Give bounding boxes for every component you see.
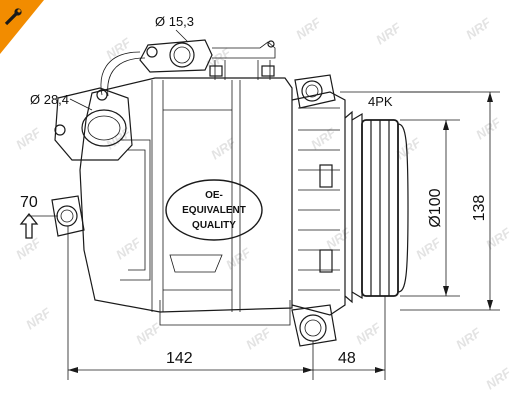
- housing-panel: [120, 139, 151, 281]
- front-housing: [291, 91, 346, 316]
- arrowhead: [487, 92, 493, 102]
- watermark: NRF: [13, 124, 44, 152]
- watermark: NRF: [373, 19, 404, 47]
- body-length-label: 142: [166, 350, 193, 367]
- oe-stamp: OE- EQUIVALENT QUALITY: [165, 179, 263, 241]
- watermark: NRF: [413, 234, 444, 262]
- bolt-hole: [54, 124, 66, 136]
- watermark: NRF: [208, 134, 239, 162]
- easyfit-badge: easyfit: [0, 0, 44, 54]
- connector-pin: [267, 40, 275, 48]
- arrowhead: [443, 120, 449, 130]
- pulley-hub: [351, 112, 363, 300]
- suction-port-block: [54, 87, 133, 161]
- extension-line: [400, 119, 460, 297]
- pulley-diameter-label: Ø100: [427, 188, 444, 227]
- watermark: NRF: [323, 224, 354, 252]
- arrowhead: [68, 367, 78, 373]
- front-housing-fins: [298, 107, 340, 291]
- extension-line: [67, 226, 314, 380]
- pulley-grooves: [370, 120, 390, 296]
- hose-line: [107, 57, 146, 97]
- connector-body: [212, 41, 276, 59]
- mount-ear: [291, 304, 337, 347]
- port-small-diameter: Ø 15,3: [155, 14, 194, 29]
- housing-panel: [128, 149, 146, 271]
- connector-clip: [261, 65, 275, 77]
- mount-hole-inner: [305, 84, 319, 98]
- front-tab: [319, 164, 333, 188]
- watermark: NRF: [23, 304, 54, 332]
- lower-flange: [159, 300, 291, 326]
- stamp-line: OE-: [205, 190, 223, 201]
- watermark: NRF: [223, 244, 254, 272]
- dimension-lines: [28, 29, 500, 380]
- wrench-icon: [4, 8, 22, 26]
- pulley-offset-label: 48: [338, 350, 356, 367]
- watermark: NRF: [103, 34, 134, 62]
- watermark: NRF: [113, 234, 144, 262]
- suction-port-inner: [87, 115, 121, 141]
- arrowhead: [443, 286, 449, 296]
- connector-leg: [214, 60, 271, 80]
- mount-ear: [294, 74, 336, 109]
- discharge-port-block: [139, 39, 213, 73]
- bolt-hole: [96, 89, 108, 101]
- overall-height-label: 138: [471, 195, 488, 222]
- hose-line: [100, 51, 141, 96]
- watermark: NRF: [308, 124, 339, 152]
- watermark: NRF: [353, 319, 384, 347]
- mount-ear: [51, 195, 85, 237]
- watermark: NRF: [293, 14, 324, 42]
- port-large-diameter: Ø 28,4: [30, 92, 69, 107]
- mount-offset-label: 70: [20, 194, 38, 211]
- housing-foot: [169, 254, 223, 273]
- rear-housing: [79, 77, 293, 313]
- watermark: NRF: [243, 324, 274, 352]
- watermark: NRF: [453, 324, 484, 352]
- arrowhead: [487, 300, 493, 310]
- compressor-body: [51, 39, 409, 347]
- pulley-grooves-label: 4PK: [368, 94, 393, 109]
- arrowhead: [375, 367, 385, 373]
- arrow-up-icon: [19, 212, 39, 239]
- extension-line: [400, 91, 500, 311]
- mount-hole: [301, 80, 323, 102]
- front-tab: [319, 249, 333, 273]
- arrowhead: [303, 367, 313, 373]
- discharge-port-inner: [173, 46, 191, 64]
- leader-line: [69, 98, 93, 111]
- pulley-face: [397, 123, 409, 293]
- mount-hole: [56, 205, 78, 227]
- suction-port: [81, 109, 127, 147]
- stamp-line: EQUIVALENT: [182, 205, 246, 216]
- mount-hole: [299, 314, 327, 342]
- watermark: NRF: [463, 14, 494, 42]
- mount-hole-inner: [60, 209, 74, 223]
- watermark: NRF: [483, 364, 514, 392]
- leader-line: [175, 29, 189, 43]
- watermark: NRF: [473, 114, 504, 142]
- discharge-port: [169, 42, 195, 68]
- stamp-line: QUALITY: [192, 220, 236, 231]
- pulley-hub: [344, 110, 353, 304]
- bolt-hole: [146, 46, 158, 58]
- connector-clip: [209, 65, 223, 77]
- watermark: NRF: [483, 224, 514, 252]
- mount-hole-inner: [304, 319, 322, 337]
